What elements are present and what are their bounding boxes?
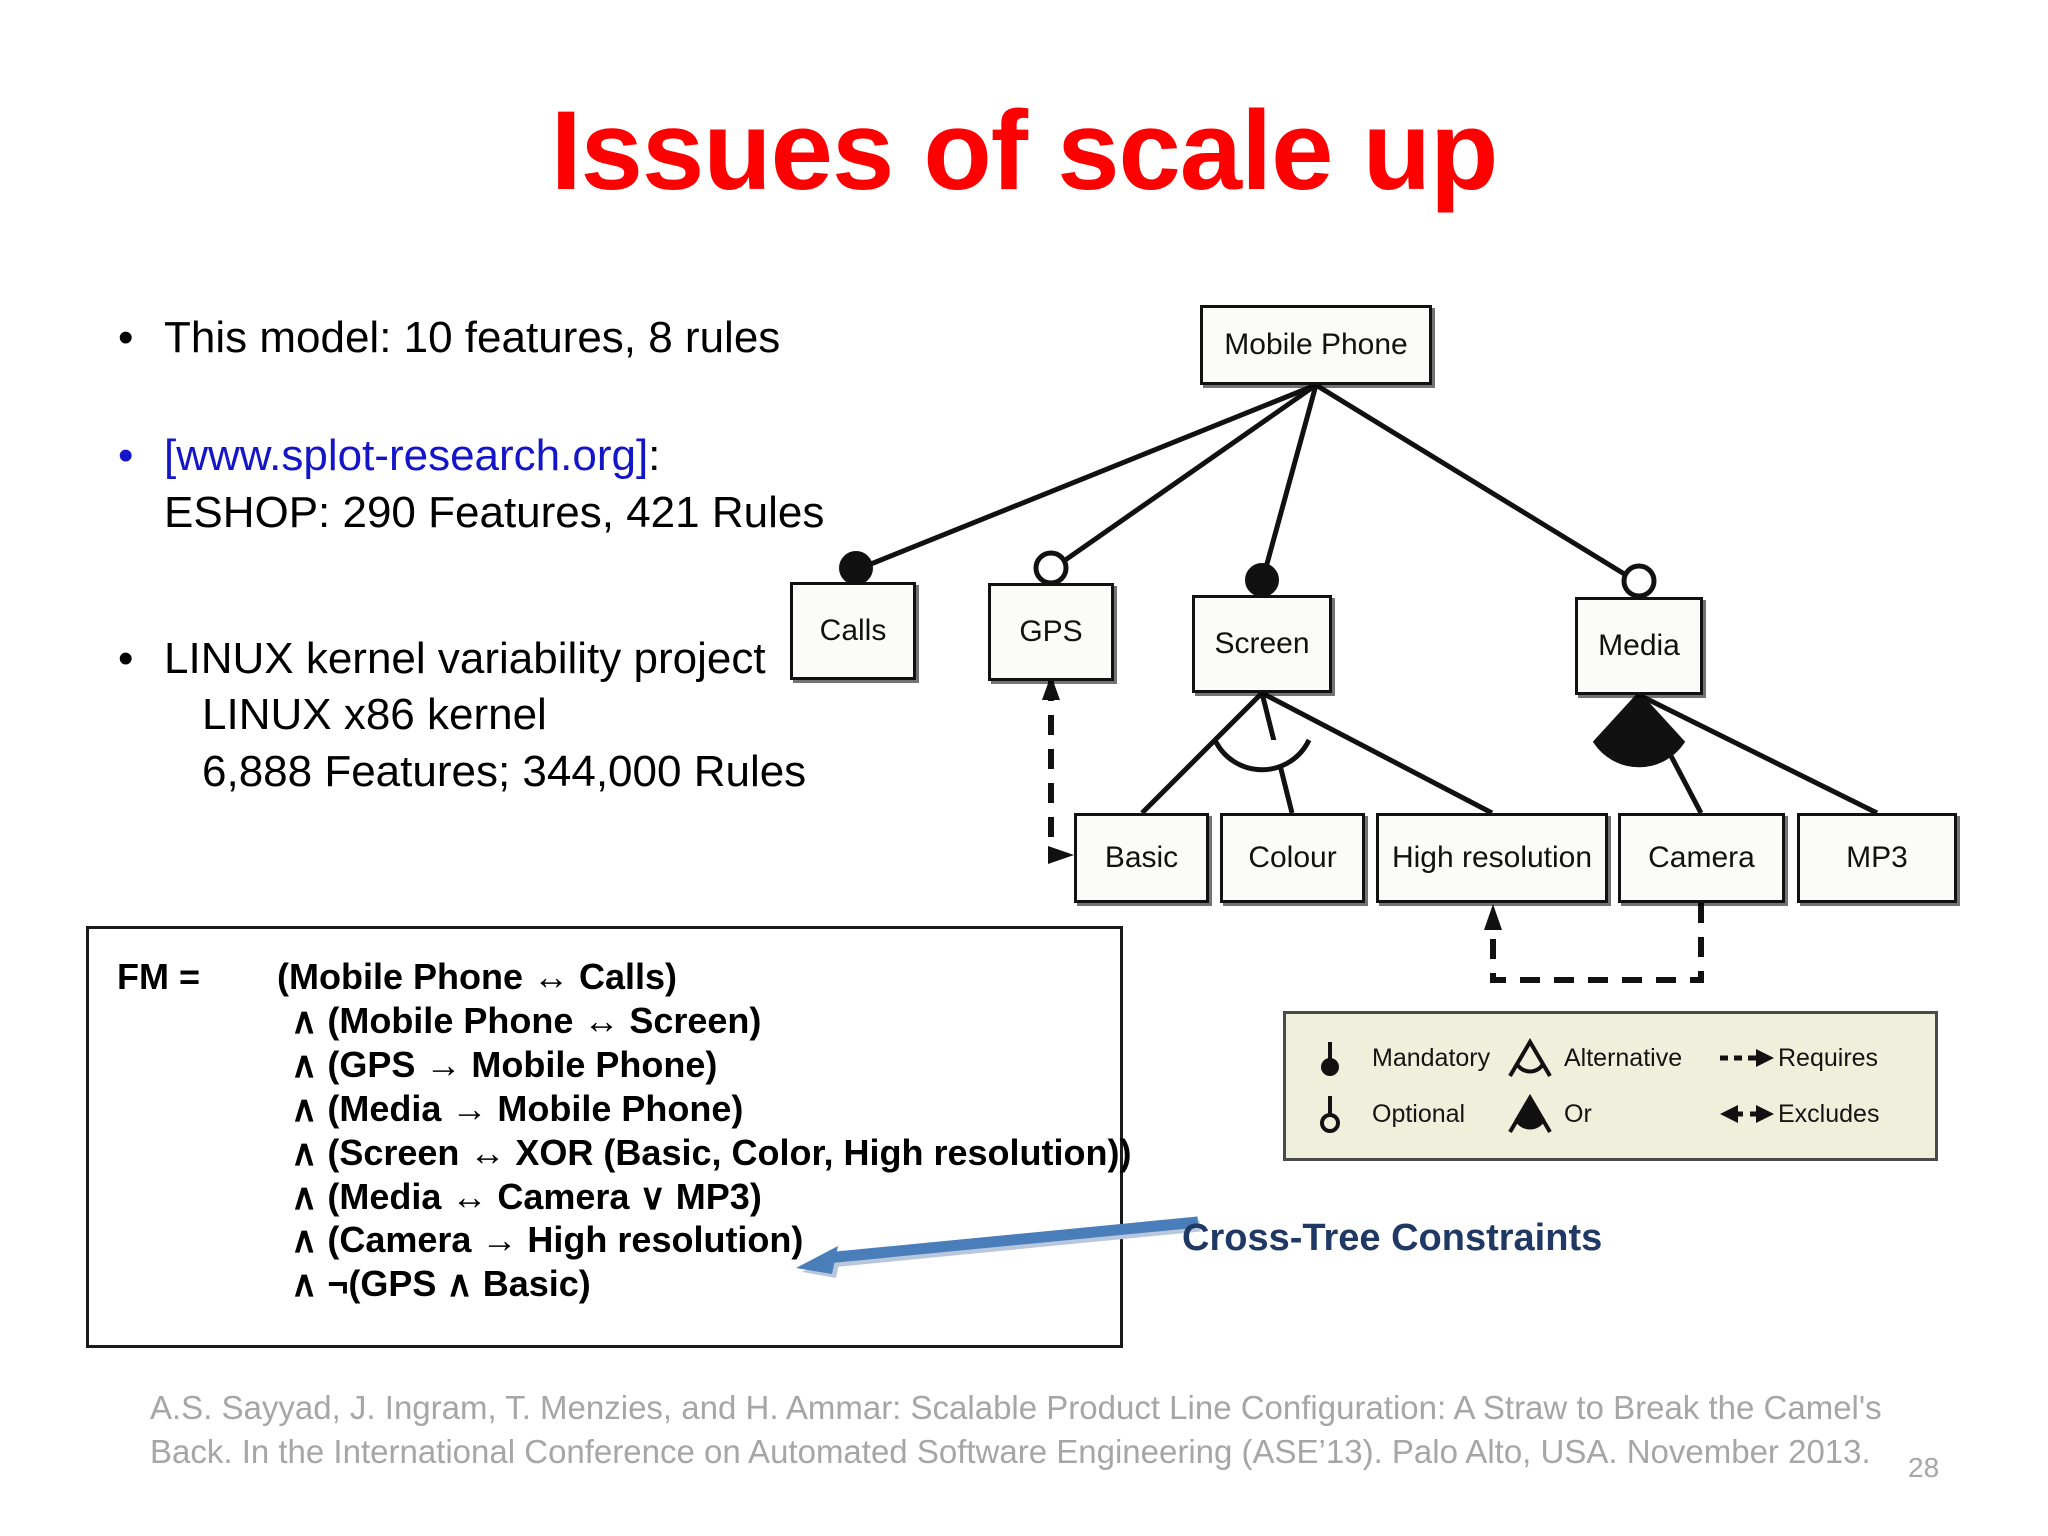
fm-line-6: ∧ (Media ↔ Camera ∨ MP3) xyxy=(291,1175,762,1217)
feature-node-label: GPS xyxy=(1019,615,1083,648)
edge-screen-highres xyxy=(1260,690,1494,816)
bullet-text-3: LINUX kernel variability project xyxy=(164,633,766,683)
feature-node-media[interactable]: Media xyxy=(1575,597,1703,695)
list-item: • This model: 10 features, 8 rules xyxy=(104,310,954,366)
bullet-subtext-linux-counts: 6,888 Features; 344,000 Rules xyxy=(202,746,807,796)
feature-node-camera[interactable]: Camera xyxy=(1618,813,1785,903)
page-number: 28 xyxy=(1908,1452,1940,1483)
feature-node-label: Basic xyxy=(1104,841,1179,874)
bullet-dot-icon: • xyxy=(118,431,134,481)
bullet-subtext-eshop: ESHOP: 290 Features, 421 Rules xyxy=(164,487,825,537)
fm-lines: (Mobile Phone ↔ Calls) ∧ (Mobile Phone ↔… xyxy=(277,955,1131,1306)
fm-line-7: ∧ (Camera → High resolution) xyxy=(291,1219,804,1261)
fm-line-5: ∧ (Screen ↔ XOR (Basic, Color, High reso… xyxy=(291,1131,1132,1173)
mandatory-circle-screen-icon xyxy=(1245,563,1279,597)
fm-line-1: (Mobile Phone ↔ Calls) xyxy=(277,956,678,997)
feature-node-label: Camera xyxy=(1648,841,1755,874)
feature-model-diagram: Mobile Phone Calls GPS Screen Media Basi… xyxy=(760,280,2040,1020)
optional-icon xyxy=(1312,1092,1368,1136)
bullet-dot-icon: • xyxy=(118,633,134,683)
fm-line-3: ∧ (GPS → Mobile Phone) xyxy=(291,1043,718,1085)
legend-item-mandatory: Mandatory xyxy=(1312,1036,1490,1080)
bullet-subtext-linux-kernel: LINUX x86 kernel xyxy=(202,690,547,740)
bullet-text-1: This model: 10 features, 8 rules xyxy=(164,313,781,362)
legend-label: Alternative xyxy=(1564,1043,1683,1072)
feature-node-label: Media xyxy=(1598,629,1680,662)
feature-node-basic[interactable]: Basic xyxy=(1074,813,1209,903)
edge-mobilephone-media xyxy=(1314,382,1641,586)
cross-tree-constraints-label: Cross-Tree Constraints xyxy=(1182,1217,1603,1259)
legend-item-requires: Requires xyxy=(1718,1036,1878,1080)
feature-node-high-resolution[interactable]: High resolution xyxy=(1376,813,1608,903)
alternative-icon xyxy=(1504,1036,1560,1080)
legend-item-optional: Optional xyxy=(1312,1092,1465,1136)
optional-circle-media-icon xyxy=(1621,563,1657,599)
legend-label: Requires xyxy=(1778,1043,1879,1072)
fm-line-8: ∧ ¬(GPS ∧ Basic) xyxy=(291,1263,591,1305)
fm-line-2: ∧ (Mobile Phone ↔ Screen) xyxy=(291,999,762,1041)
fm-line-4: ∧ (Media → Mobile Phone) xyxy=(291,1087,744,1129)
fm-label: FM = xyxy=(117,956,201,997)
feature-node-gps[interactable]: GPS xyxy=(988,583,1114,681)
feature-node-calls[interactable]: Calls xyxy=(790,582,916,680)
feature-node-label: Mobile Phone xyxy=(1224,328,1408,361)
optional-circle-gps-icon xyxy=(1033,550,1069,586)
feature-node-colour[interactable]: Colour xyxy=(1220,813,1365,903)
fm-formula-box: FM = (Mobile Phone ↔ Calls) ∧ (Mobile Ph… xyxy=(86,926,1131,1348)
feature-node-mp3[interactable]: MP3 xyxy=(1797,813,1957,903)
excludes-icon xyxy=(1718,1092,1774,1136)
feature-node-label: High resolution xyxy=(1391,841,1593,874)
requires-icon xyxy=(1718,1036,1774,1080)
bullet-dot-icon: • xyxy=(118,313,134,362)
alternative-arc-icon xyxy=(1212,738,1312,773)
excludes-gps-basic-connector xyxy=(1042,675,1074,864)
edge-media-mp3 xyxy=(1637,692,1879,816)
legend-label: Optional xyxy=(1372,1099,1466,1128)
feature-node-label: MP3 xyxy=(1846,841,1908,874)
link-suffix: : xyxy=(648,431,661,481)
requires-camera-highres-connector xyxy=(1484,903,1704,983)
feature-node-screen[interactable]: Screen xyxy=(1192,595,1332,693)
edge-mobilephone-screen xyxy=(1259,384,1319,583)
callout-arrow-icon xyxy=(796,1216,1201,1278)
or-icon xyxy=(1504,1092,1560,1136)
legend-box: Mandatory Alternative Requires xyxy=(1283,1011,1938,1161)
legend-item-excludes: Excludes xyxy=(1718,1092,1879,1136)
feature-node-label: Calls xyxy=(819,614,887,647)
legend-label: Excludes xyxy=(1778,1099,1880,1128)
bullet-list: • This model: 10 features, 8 rules • [ww… xyxy=(104,310,954,804)
legend-label: Mandatory xyxy=(1372,1043,1491,1072)
mandatory-icon xyxy=(1312,1036,1368,1080)
splot-research-link[interactable]: [www.splot-research.org] xyxy=(164,431,649,481)
edge-mobilephone-gps xyxy=(1049,382,1318,573)
page-title: Issues of scale up xyxy=(550,88,1499,213)
edge-mobilephone-calls xyxy=(855,382,1317,573)
feature-node-label: Screen xyxy=(1214,627,1310,660)
feature-node-mobile-phone[interactable]: Mobile Phone xyxy=(1200,305,1432,385)
feature-node-label: Colour xyxy=(1248,841,1337,874)
fm-formula-content: FM = (Mobile Phone ↔ Calls) ∧ (Mobile Ph… xyxy=(117,955,1131,1306)
mandatory-circle-calls-icon xyxy=(839,551,873,585)
edge-screen-basic xyxy=(1140,691,1264,815)
footer-citation: A.S. Sayyad, J. Ingram, T. Menzies, and … xyxy=(150,1389,1882,1471)
legend-item-or: Or xyxy=(1504,1092,1592,1136)
legend-item-alternative: Alternative xyxy=(1504,1036,1682,1080)
legend-label: Or xyxy=(1564,1099,1592,1128)
feature-model-edges xyxy=(839,382,1879,983)
list-item: • [www.splot-research.org]: ESHOP: 290 F… xyxy=(104,428,954,541)
or-arc-icon xyxy=(1592,691,1686,768)
list-item: • LINUX kernel variability project LINUX… xyxy=(104,631,954,800)
